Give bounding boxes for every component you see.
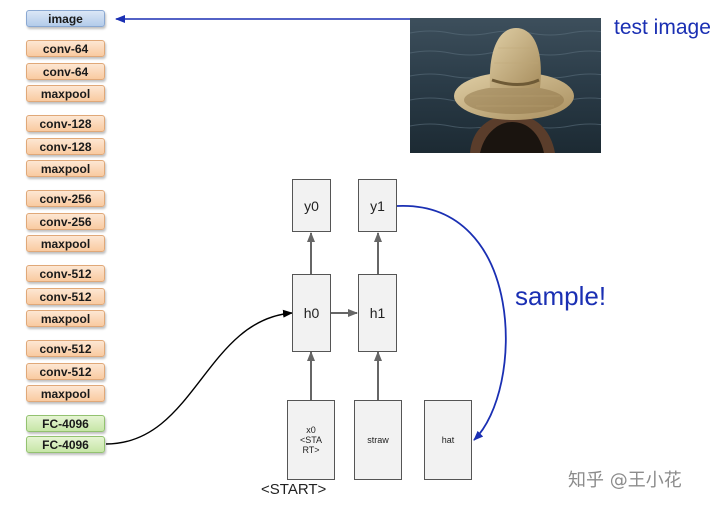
cnn-layer-image: image <box>26 10 105 27</box>
test-image-photo <box>410 18 601 153</box>
watermark: 知乎 @王小花 <box>568 466 682 492</box>
cnn-layer-conv-128: conv-128 <box>26 115 105 132</box>
cnn-layer-conv-128: conv-128 <box>26 138 105 155</box>
cnn-layer-conv-512: conv-512 <box>26 288 105 305</box>
hidden-node-h1: h1 <box>358 274 397 352</box>
input-node-x0: x0 <STA RT> <box>287 400 335 480</box>
cnn-layer-maxpool: maxpool <box>26 160 105 177</box>
cnn-layer-conv-512: conv-512 <box>26 265 105 282</box>
cnn-layer-conv-512: conv-512 <box>26 363 105 380</box>
cnn-layer-conv-256: conv-256 <box>26 190 105 207</box>
cnn-layer-fc-4096: FC-4096 <box>26 436 105 453</box>
input-node-hat: hat <box>424 400 472 480</box>
cnn-layer-maxpool: maxpool <box>26 310 105 327</box>
cnn-layer-conv-64: conv-64 <box>26 40 105 57</box>
output-node-y1: y1 <box>358 179 397 232</box>
input-node-straw: straw <box>354 400 402 480</box>
hidden-node-h0: h0 <box>292 274 331 352</box>
sample-label: sample! <box>515 281 606 312</box>
cnn-layer-maxpool: maxpool <box>26 85 105 102</box>
output-node-y0: y0 <box>292 179 331 232</box>
test-image-label: test image <box>614 16 711 40</box>
fc-to-h0-arrow <box>106 313 292 444</box>
cnn-layer-conv-256: conv-256 <box>26 213 105 230</box>
start-token-label: <START> <box>261 481 326 498</box>
cnn-layer-conv-64: conv-64 <box>26 63 105 80</box>
cnn-layer-fc-4096: FC-4096 <box>26 415 105 432</box>
cnn-layer-conv-512: conv-512 <box>26 340 105 357</box>
cnn-layer-maxpool: maxpool <box>26 385 105 402</box>
cnn-layer-maxpool: maxpool <box>26 235 105 252</box>
